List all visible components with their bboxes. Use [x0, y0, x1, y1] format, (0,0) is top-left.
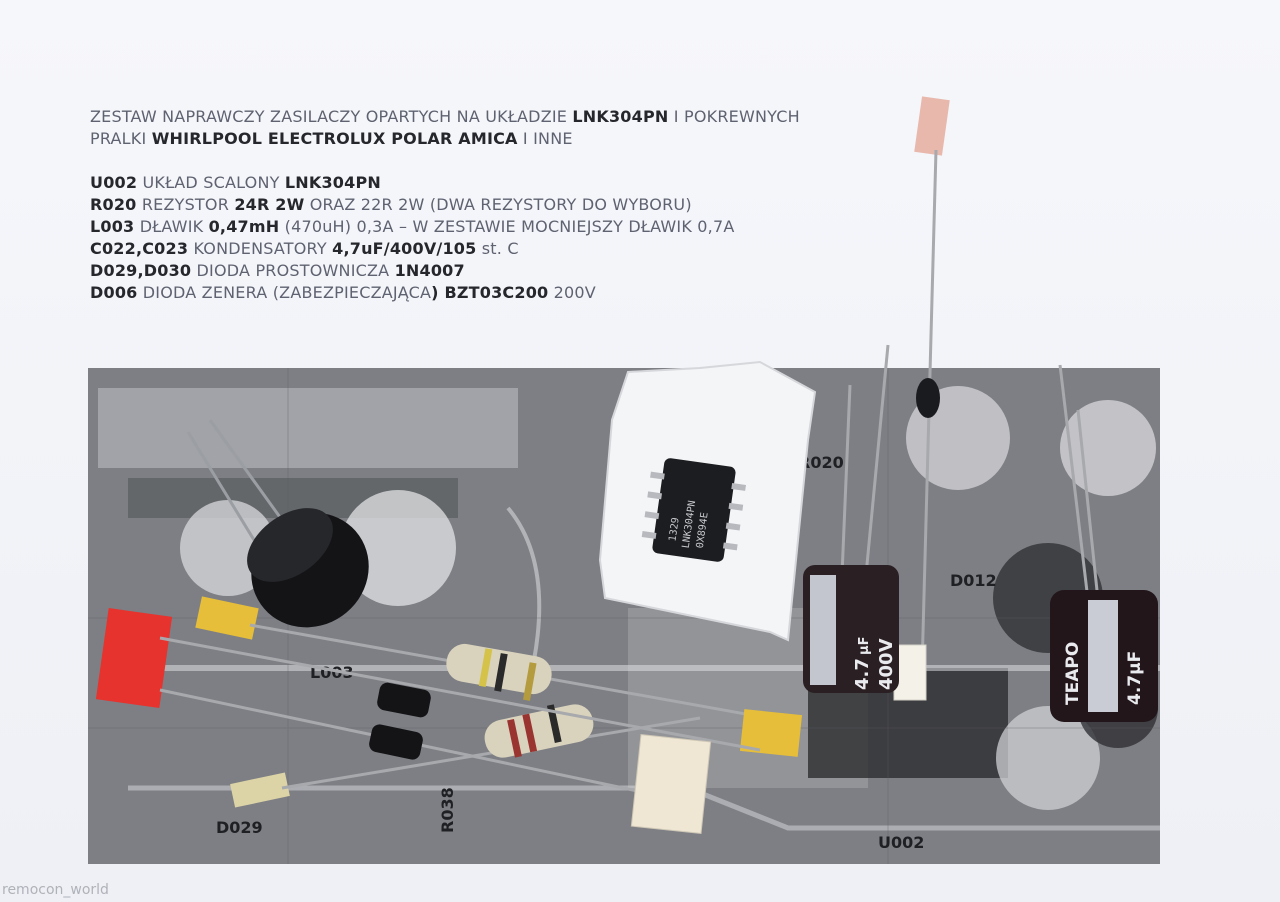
part-line-d029: D029,D030 DIODA PROSTOWNICZA 1N4007	[90, 261, 465, 280]
board-label-d012: D012	[950, 571, 997, 590]
part-line-d006: D006 DIODA ZENERA (ZABEZPIECZAJĄCA) BZT0…	[90, 283, 596, 302]
board-label-r038: R038	[438, 787, 457, 833]
pcb-photo: L003 D029 R038 U002 D012 R020	[88, 368, 1160, 864]
board-label-l003: L003	[310, 663, 354, 682]
part-line-c022: C022,C023 KONDENSATORY 4,7uF/400V/105 st…	[90, 239, 519, 258]
parts-list-text: ZESTAW NAPRAWCZY ZASILACZY OPARTYCH NA U…	[90, 106, 990, 304]
part-line-r020: R020 REZYSTOR 24R 2W ORAZ 22R 2W (DWA RE…	[90, 195, 692, 214]
part-line-l003: L003 DŁAWIK 0,47mH (470uH) 0,3A – W ZEST…	[90, 217, 735, 236]
watermark: remocon_world	[2, 882, 109, 898]
board-label-u002: U002	[878, 833, 924, 852]
heading-line-1: ZESTAW NAPRAWCZY ZASILACZY OPARTYCH NA U…	[90, 107, 800, 126]
board-label-r020: R020	[798, 453, 844, 472]
part-line-u002: U002 UKŁAD SCALONY LNK304PN	[90, 173, 381, 192]
board-label-d029: D029	[216, 818, 263, 837]
heading-line-2: PRALKI WHIRLPOOL ELECTROLUX POLAR AMICA …	[90, 129, 573, 148]
